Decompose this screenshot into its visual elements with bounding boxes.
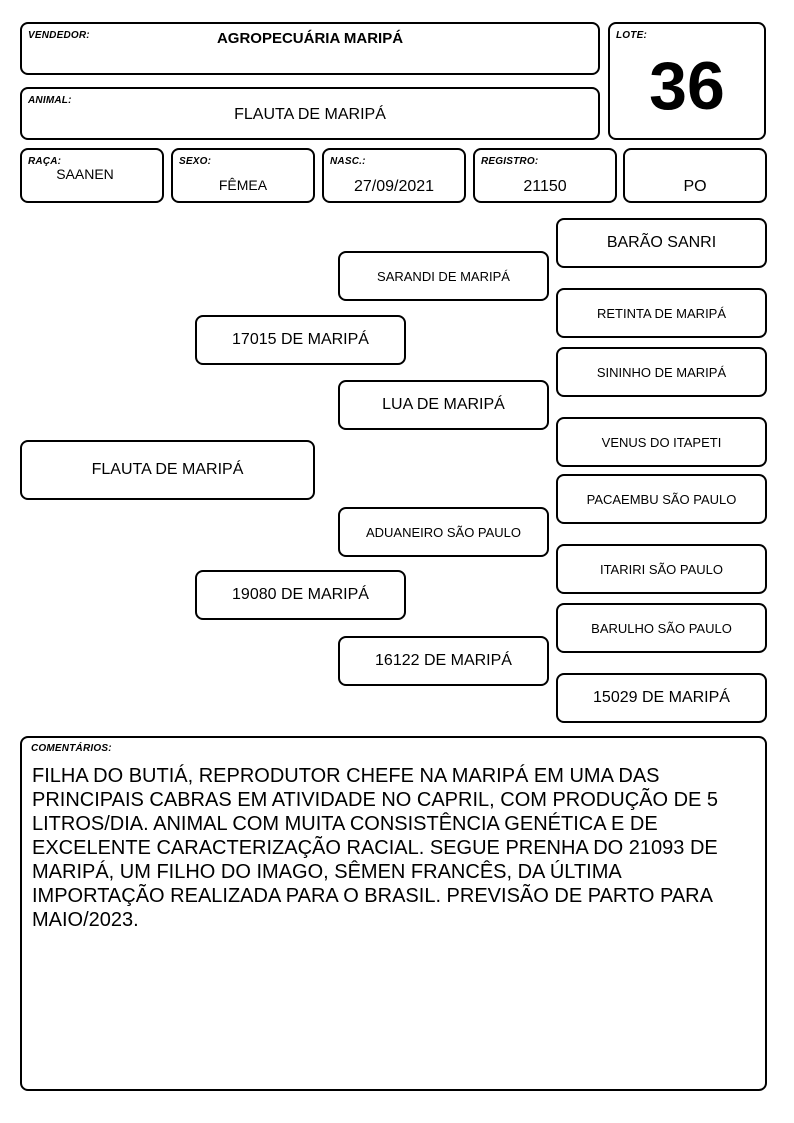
pedigree-ggp-3: SININHO DE MARIPÁ	[556, 347, 767, 397]
lote-number: 36	[649, 48, 725, 124]
pedigree-ggp-1: BARÃO SANRI	[556, 218, 767, 268]
pedigree-ggp-5: PACAEMBU SÃO PAULO	[556, 474, 767, 524]
vendedor-box: VENDEDOR: AGROPECUÁRIA MARIPÁ	[20, 22, 600, 75]
raca-box: RAÇA: SAANEN	[20, 148, 164, 203]
pedigree-dam-sire: ADUANEIRO SÃO PAULO	[338, 507, 549, 557]
pedigree-sire: 17015 DE MARIPÁ	[195, 315, 406, 365]
sexo-value: FÊMEA	[218, 177, 268, 193]
pedigree-ggp-6: ITARIRI SÃO PAULO	[556, 544, 767, 594]
pedigree-ggp-4: VENUS DO ITAPETI	[556, 417, 767, 467]
pedigree-animal: FLAUTA DE MARIPÁ	[20, 440, 315, 500]
comments-box: COMENTÁRIOS: FILHA DO BUTIÁ, REPRODUTOR …	[20, 736, 767, 1091]
categoria-box: PO	[623, 148, 767, 203]
comments-label: COMENTÁRIOS:	[31, 743, 112, 754]
sexo-label: SEXO:	[179, 156, 212, 167]
pedigree-dam-dam: 16122 DE MARIPÁ	[338, 636, 549, 686]
categoria-value: PO	[683, 178, 707, 195]
registro-box: REGISTRO: 21150	[473, 148, 617, 203]
raca-label: RAÇA:	[28, 156, 62, 167]
animal-box: ANIMAL: FLAUTA DE MARIPÁ	[20, 87, 600, 140]
lote-box: LOTE: 36	[608, 22, 766, 140]
pedigree-ggp-2: RETINTA DE MARIPÁ	[556, 288, 767, 338]
pedigree-sire-dam: LUA DE MARIPÁ	[338, 380, 549, 430]
nasc-label: NASC.:	[330, 156, 366, 167]
comments-text: FILHA DO BUTIÁ, REPRODUTOR CHEFE NA MARI…	[32, 765, 719, 931]
pedigree-ggp-7: BARULHO SÃO PAULO	[556, 603, 767, 653]
nasc-value: 27/09/2021	[353, 178, 435, 195]
vendedor-value: AGROPECUÁRIA MARIPÁ	[216, 30, 404, 47]
vendedor-label: VENDEDOR:	[28, 30, 90, 41]
raca-value: SAANEN	[56, 166, 114, 182]
pedigree-ggp-8: 15029 DE MARIPÁ	[556, 673, 767, 723]
animal-value: FLAUTA DE MARIPÁ	[234, 106, 386, 123]
registro-label: REGISTRO:	[481, 156, 539, 167]
sexo-box: SEXO: FÊMEA	[171, 148, 315, 203]
animal-label: ANIMAL:	[28, 95, 72, 106]
pedigree-sire-sire: SARANDI DE MARIPÁ	[338, 251, 549, 301]
pedigree-dam: 19080 DE MARIPÁ	[195, 570, 406, 620]
lote-label: LOTE:	[616, 30, 647, 41]
registro-value: 21150	[523, 178, 567, 195]
nasc-box: NASC.: 27/09/2021	[322, 148, 466, 203]
